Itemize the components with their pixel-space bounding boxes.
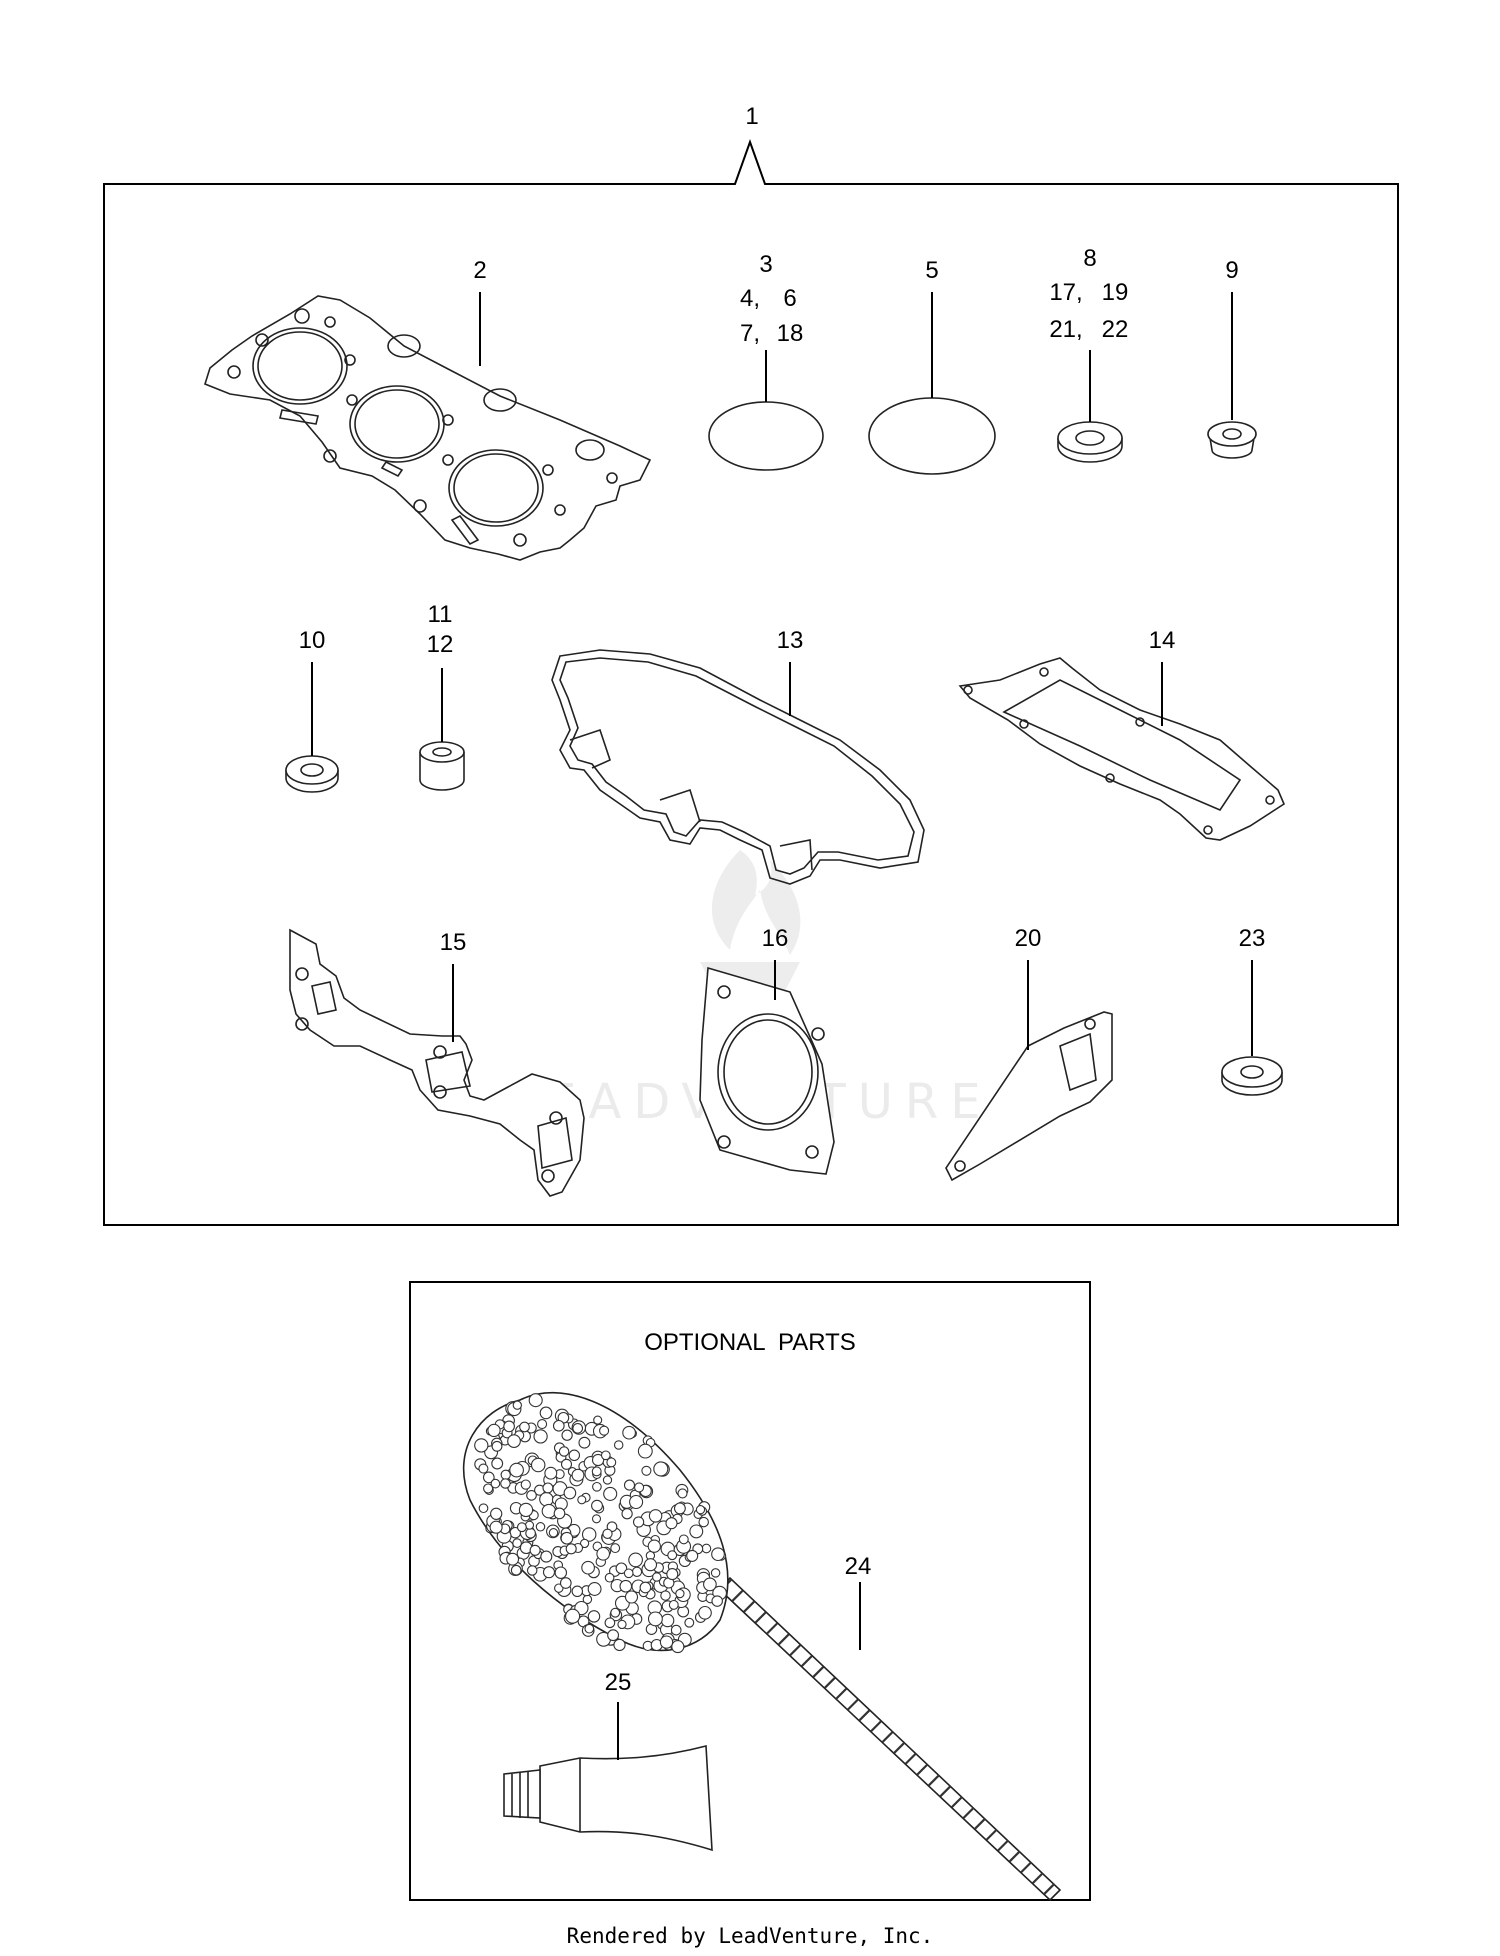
part-23-washer bbox=[1221, 1056, 1283, 1096]
label-24: 24 bbox=[845, 1553, 872, 1580]
part-9-stem-seal bbox=[1207, 421, 1257, 459]
kit-frame bbox=[103, 139, 1399, 1226]
label-18: 18 bbox=[777, 320, 804, 347]
footer-credit: Rendered by LeadVenture, Inc. bbox=[566, 1924, 934, 1948]
part-14-intake-gasket bbox=[958, 657, 1286, 841]
label-20: 20 bbox=[1015, 925, 1042, 952]
label-22: 22 bbox=[1102, 316, 1129, 343]
part-15-exhaust-gasket bbox=[289, 928, 585, 1197]
label-8: 8 bbox=[1083, 245, 1096, 272]
part-2-head-gasket bbox=[204, 295, 652, 561]
label-10: 10 bbox=[299, 627, 326, 654]
label-14: 14 bbox=[1149, 627, 1176, 654]
label-1: 1 bbox=[745, 103, 758, 130]
part-10-washer bbox=[285, 755, 339, 793]
part-8-seal bbox=[1057, 421, 1123, 463]
label-6: 6 bbox=[783, 285, 796, 312]
label-4: 4, bbox=[740, 285, 760, 312]
label-3: 3 bbox=[759, 251, 772, 278]
part-3-o-ring bbox=[708, 401, 824, 471]
label-25: 25 bbox=[605, 1669, 632, 1696]
part-25-sealant-tube bbox=[503, 1744, 713, 1852]
label-15: 15 bbox=[440, 929, 467, 956]
label-16: 16 bbox=[762, 925, 789, 952]
label-21: 21, bbox=[1049, 316, 1082, 343]
part-13-cover-gasket bbox=[551, 649, 925, 885]
label-7: 7, bbox=[740, 320, 760, 347]
optional-parts-title: OPTIONAL PARTS bbox=[644, 1329, 856, 1356]
part-11-valve-seal bbox=[419, 741, 465, 791]
label-12: 12 bbox=[427, 631, 454, 658]
part-16-flange-gasket bbox=[699, 966, 835, 1175]
label-13: 13 bbox=[777, 627, 804, 654]
label-11: 11 bbox=[428, 601, 453, 628]
part-24-brush bbox=[462, 1391, 1062, 1902]
part-5-o-ring bbox=[868, 397, 996, 475]
label-9: 9 bbox=[1225, 257, 1238, 284]
optional-parts-frame bbox=[409, 1281, 1091, 1901]
label-2: 2 bbox=[473, 257, 486, 284]
label-23: 23 bbox=[1239, 925, 1266, 952]
label-17: 17, bbox=[1049, 279, 1082, 306]
label-5: 5 bbox=[925, 257, 938, 284]
part-20-cover-gasket bbox=[945, 1011, 1113, 1182]
label-19: 19 bbox=[1102, 279, 1129, 306]
